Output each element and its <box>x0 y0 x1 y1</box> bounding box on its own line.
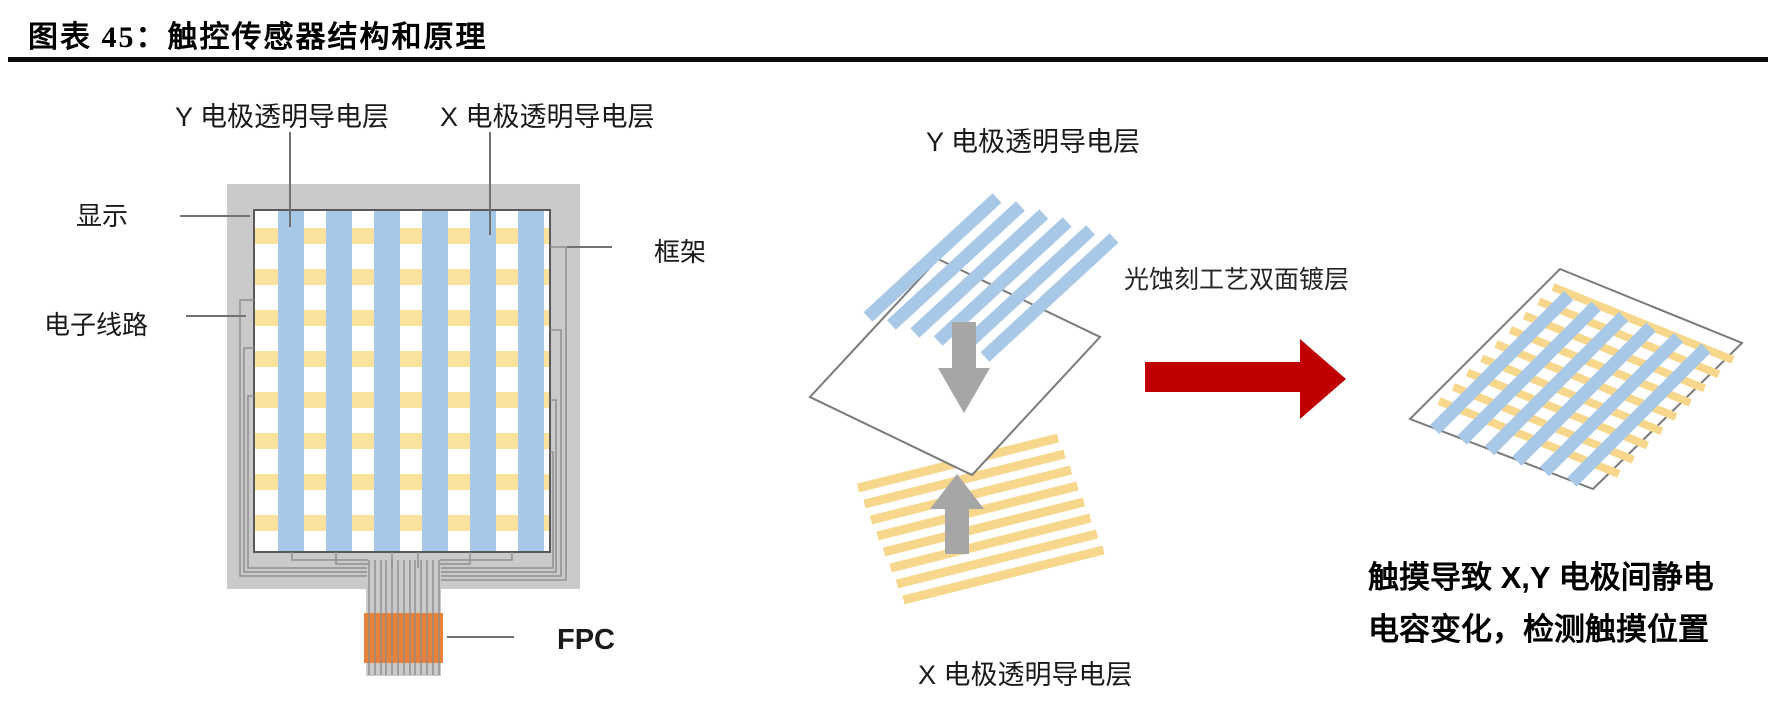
circuit-traces <box>239 246 567 581</box>
y-electrode-columns <box>278 211 544 551</box>
label-y-electrode-right: Y 电极透明导电层 <box>926 127 1141 157</box>
label-frame: 框架 <box>654 237 707 267</box>
label-x-electrode-left: X 电极透明导电层 <box>440 102 655 132</box>
y-electrode-layer-stripes <box>863 193 1119 362</box>
principle-caption-line2: 电容变化，检测触摸位置 <box>1368 612 1709 647</box>
label-x-electrode-right: X 电极透明导电层 <box>918 660 1133 690</box>
principle-caption-line1: 触摸导致 X,Y 电极间静电 <box>1368 560 1714 595</box>
arrow-right-icon <box>1145 339 1346 419</box>
sensor-structure-diagram <box>180 132 612 676</box>
label-y-electrode-left: Y 电极透明导电层 <box>175 102 390 132</box>
display-window-border <box>253 209 551 553</box>
label-circuit: 电子线路 <box>44 310 149 340</box>
label-fpc: FPC <box>557 624 615 656</box>
title-rule <box>8 57 1768 62</box>
arrow-up-icon <box>930 474 984 554</box>
laminated-y-stripes <box>1430 291 1711 487</box>
label-display: 显示 <box>76 201 129 231</box>
figure-title: 图表 45：触控传感器结构和原理 <box>28 21 488 54</box>
label-etching-process: 光蚀刻工艺双面镀层 <box>1124 267 1350 294</box>
sensor-principle-diagram <box>808 193 1744 605</box>
fpc-trace-bundle <box>368 560 440 675</box>
principle-caption: 触摸导致 X,Y 电极间静电 电容变化，检测触摸位置 <box>1368 552 1714 656</box>
laminated-sheet <box>1408 267 1744 491</box>
leader-lines <box>180 132 612 638</box>
x-electrode-layer-stripes <box>856 433 1105 605</box>
arrow-down-icon <box>938 322 990 413</box>
